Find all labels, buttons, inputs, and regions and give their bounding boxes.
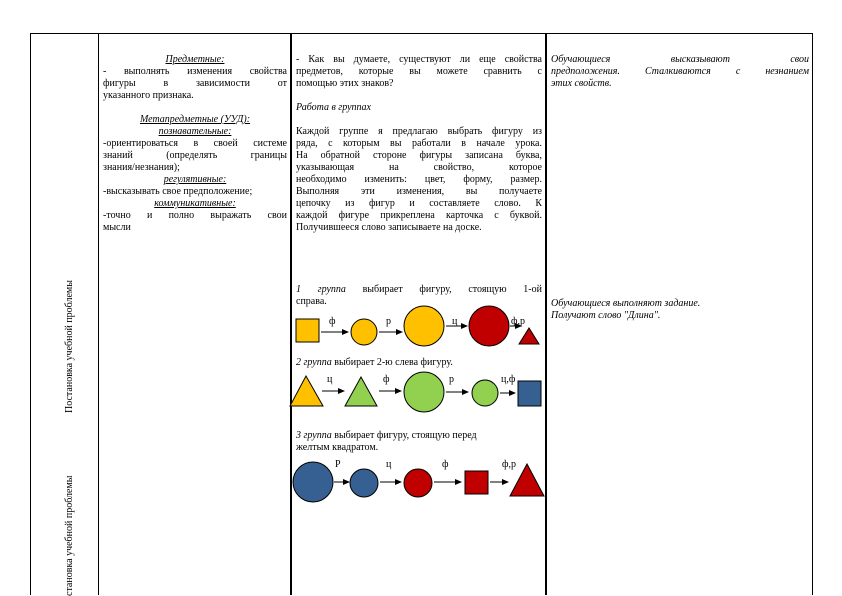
yellow-triangle (289, 374, 324, 407)
cognitive-line: -ориентироваться в своей системе (103, 138, 287, 149)
group-work-heading: Работа в группах (296, 102, 371, 113)
red-small-triangle (518, 327, 540, 345)
col-border-1 (98, 33, 99, 595)
cognitive-line: знания/незнания); (103, 162, 180, 173)
blue-square (517, 380, 542, 407)
question-line: - Как вы думаете, существуют ли еще свой… (296, 54, 542, 65)
blue-small-circle (349, 468, 379, 498)
chain2-label: ф (383, 374, 390, 385)
cognitive-heading: познавательные: (158, 126, 232, 137)
regulatory-line: -высказывать свое предположение; (103, 186, 253, 197)
group1-text-2: справа. (296, 296, 327, 307)
chain1-label: ф (329, 316, 336, 327)
group2-text: выбирает 2-ю слева фигуру. (331, 357, 453, 368)
chain3-label: ф (442, 459, 449, 470)
col-border-0 (30, 33, 31, 595)
instruction-line: Каждой группе я предлагаю выбрать фигуру… (296, 126, 542, 137)
student-line: этих свойств. (551, 78, 612, 89)
group3-text-2: желтым квадратом. (296, 442, 379, 453)
subject-line: - выполнять изменения свойства (103, 66, 287, 77)
yellow-large-circle (403, 305, 445, 347)
student-word: свои (790, 54, 809, 65)
chain3-label: Р (335, 459, 341, 470)
green-small-circle (471, 379, 499, 407)
instruction-line: На обратной стороне фигуры записана букв… (296, 150, 542, 161)
instruction-line: указывающая на свойство, которое (296, 162, 542, 173)
table-top-border (30, 33, 812, 34)
yellow-square (295, 318, 320, 343)
student-result-line: Обучающиеся выполняют задание. (551, 298, 701, 309)
group3-text: выбирает фигуру, стоящую перед (331, 430, 477, 441)
red-large-triangle (509, 462, 545, 497)
group1-task: 1 группа выбирает фигуру, стоящую 1-ой с… (296, 284, 542, 308)
col-border-4 (812, 33, 813, 595)
instruction-line: цепочку из фигур и составляете слово. К (296, 198, 542, 209)
green-triangle (344, 375, 378, 407)
group1-label: 1 группа (296, 284, 346, 295)
communicative-line: -точно и полно выражать свои (103, 210, 287, 221)
question-line: помощью этих знаков? (296, 78, 394, 89)
col-border-2 (290, 33, 292, 595)
red-large-circle (468, 305, 510, 347)
chain2-label: р (449, 374, 454, 385)
chain1-label: р (386, 316, 391, 327)
col-border-3 (545, 33, 547, 595)
group2-label: 2 группа (296, 357, 332, 368)
student-word: Обучающиеся (551, 54, 611, 65)
meta-heading: Метапредметные (УУД): (139, 114, 251, 125)
group2-task: 2 группа выбирает 2-ю слева фигуру. (296, 357, 542, 369)
red-square (464, 470, 489, 495)
chain-3: Р ц ф ф,р (292, 459, 545, 503)
chain3-label: ц (386, 459, 392, 470)
chain3-label: ф,р (502, 459, 516, 470)
instruction-line: Получившееся слово записываете на доске. (296, 222, 482, 233)
group3-task: 3 группа выбирает фигуру, стоящую перед … (296, 430, 542, 454)
student-result-line: Получают слово "Длина". (551, 310, 661, 321)
instruction-line: ряда, с которым вы работали в начале уро… (296, 138, 542, 149)
student-line: предположения. Сталкиваются с незнанием (551, 66, 809, 77)
cognitive-line: знаний (определять границы (103, 150, 287, 161)
chain1-label: ц (452, 316, 458, 327)
regulatory-heading: регулятивные: (163, 174, 227, 185)
results-column: Предметные: - выполнять изменения свойст… (103, 54, 287, 234)
yellow-small-circle (350, 318, 378, 346)
chain2-label: ц (327, 374, 333, 385)
students-column-top: Обучающиеся высказывают свои предположен… (551, 54, 809, 90)
question-line: предметов, которые вы можете сравнить с (296, 66, 542, 77)
chain-1: ф р ц ф,р (295, 305, 540, 347)
chain2-label: ц,ф (501, 374, 516, 385)
subject-line: фигуры в зависимости от (103, 78, 287, 89)
blue-large-circle (292, 461, 334, 503)
chain1-label: ф,р (511, 316, 525, 327)
teacher-column-text: - Как вы думаете, существуют ли еще свой… (296, 54, 542, 234)
group3-label: 3 группа (296, 430, 332, 441)
students-column-result: Обучающиеся выполняют задание. Получают … (551, 298, 809, 322)
instruction-line: необходимо изменить: цвет, форму, размер… (296, 174, 542, 185)
instruction-line: Выполняя эти изменения, вы получаете (296, 186, 542, 197)
student-word: высказывают (670, 54, 730, 65)
green-large-circle (403, 371, 445, 413)
chain-2: ц ф р ц,ф (289, 371, 542, 413)
group1-text: выбирает фигуру, стоящую 1-ой (345, 284, 542, 295)
red-small-circle (403, 468, 433, 498)
subject-heading: Предметные: (165, 54, 225, 65)
instruction-line: каждой фигуре прикреплена карточка с бук… (296, 210, 542, 221)
subject-line: указанного признака. (103, 90, 194, 101)
communicative-line: мысли (103, 222, 131, 233)
communicative-heading: коммуникативные: (154, 198, 236, 209)
